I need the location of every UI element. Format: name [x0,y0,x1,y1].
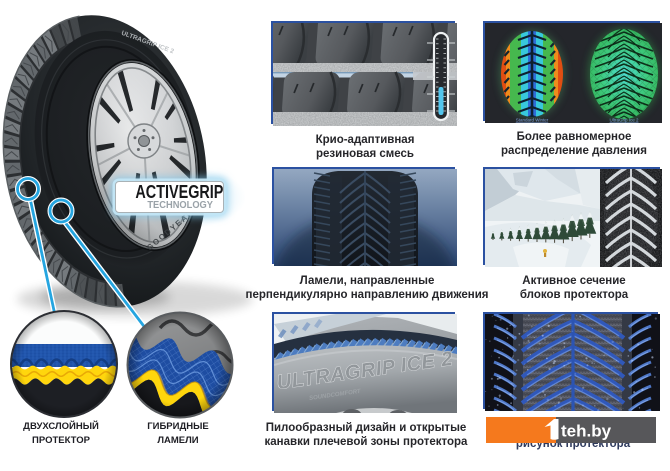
svg-text:teh.by: teh.by [561,422,612,441]
svg-text:Standard Winter: Standard Winter [516,118,549,123]
svg-text:UltraGrip Ice 2: UltraGrip Ice 2 [609,118,639,123]
